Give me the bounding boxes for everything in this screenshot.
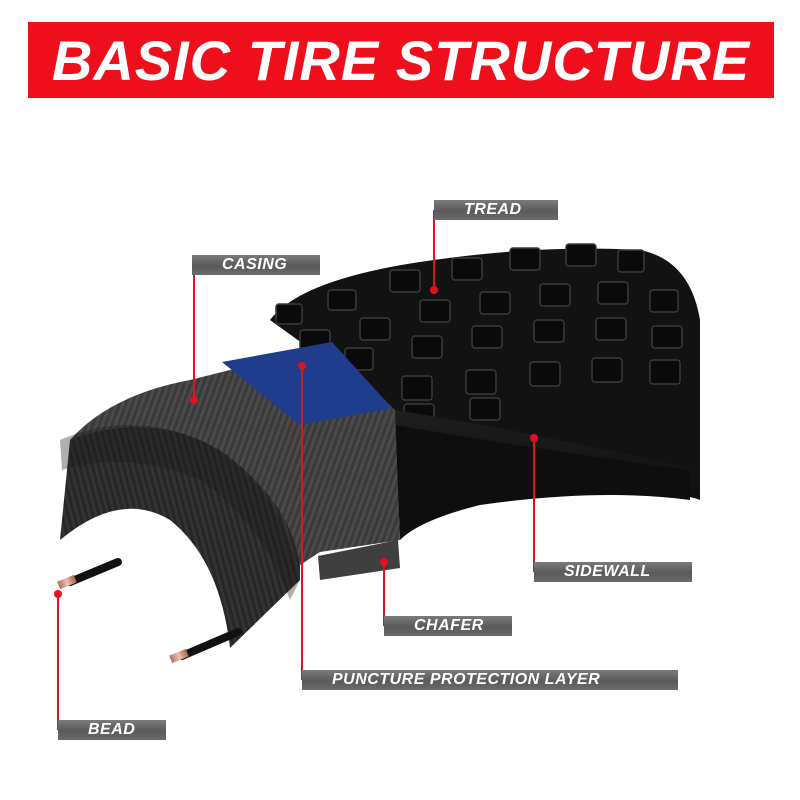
leader-lines xyxy=(57,210,535,730)
label-puncture-protection-layer: PUNCTURE PROTECTION LAYER xyxy=(302,670,678,690)
label-sidewall-text: SIDEWALL xyxy=(564,563,651,580)
label-tread: TREAD xyxy=(434,200,558,220)
label-casing: CASING xyxy=(192,255,320,275)
leader-dots xyxy=(54,286,538,598)
label-bead: BEAD xyxy=(58,720,166,740)
label-bead-text: BEAD xyxy=(88,721,136,738)
bead xyxy=(57,558,242,664)
label-sidewall: SIDEWALL xyxy=(534,562,692,582)
inner-casing xyxy=(60,427,300,648)
chafer xyxy=(318,540,400,580)
label-puncture-protection-layer-text: PUNCTURE PROTECTION LAYER xyxy=(332,671,601,688)
label-tread-text: TREAD xyxy=(464,201,522,218)
label-chafer-text: CHAFER xyxy=(414,617,484,634)
page-title: BASIC TIRE STRUCTURE xyxy=(51,28,751,92)
title-banner: BASIC TIRE STRUCTURE xyxy=(28,22,774,98)
label-casing-text: CASING xyxy=(222,256,288,273)
puncture-protection-layer xyxy=(222,342,392,425)
label-chafer: CHAFER xyxy=(384,616,512,636)
